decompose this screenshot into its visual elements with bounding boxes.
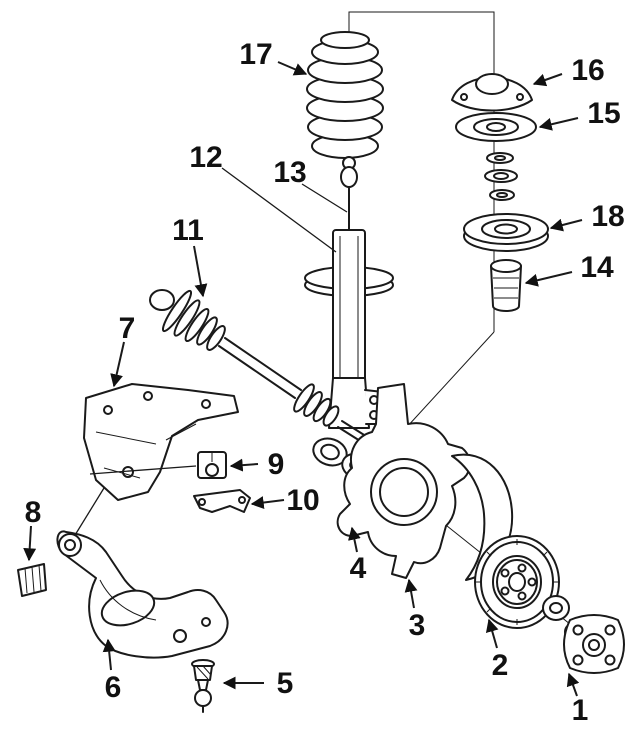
leader-line-13	[301, 183, 348, 213]
stabilizer-bushing	[197, 451, 227, 479]
bump-stop	[490, 259, 522, 312]
part-label-16: 16	[571, 54, 604, 87]
part-label-9: 9	[268, 448, 285, 481]
arrow-4	[348, 526, 361, 553]
arrow-1	[566, 672, 580, 697]
arrow-16	[532, 73, 563, 87]
part-label-13: 13	[273, 156, 306, 189]
part-label-15: 15	[587, 97, 620, 130]
part-label-10: 10	[286, 484, 319, 517]
arrow-3	[404, 578, 418, 609]
part-label-11: 11	[172, 214, 204, 247]
part-label-1: 1	[572, 694, 589, 727]
arrow-10	[250, 496, 285, 509]
part-label-2: 2	[492, 649, 509, 682]
cv-axle	[149, 289, 386, 456]
lower-control-arm	[56, 530, 229, 659]
strut-rod-bumper	[340, 156, 358, 233]
ball-joint	[191, 659, 215, 713]
strut-mount	[451, 73, 533, 112]
part-label-14: 14	[580, 251, 614, 284]
mount-bearing-seat	[455, 112, 537, 142]
part-label-3: 3	[409, 609, 426, 642]
wheel-bearing	[542, 595, 570, 621]
arrow-11	[193, 245, 208, 298]
arrow-7	[110, 341, 125, 388]
arrow-6	[102, 638, 116, 671]
part-label-4: 4	[350, 552, 367, 585]
washer-stack	[484, 152, 518, 201]
arrow-14	[524, 271, 573, 287]
arrow-8	[23, 525, 37, 562]
brake-rotor	[474, 535, 560, 629]
part-label-5: 5	[277, 667, 294, 700]
arrow-9	[229, 458, 259, 472]
part-labels: 1 2 3 4 5 6 7 8 9 10 11 12 13 14 15 16 1…	[25, 38, 625, 727]
leader-line-12	[221, 167, 337, 253]
part-label-18: 18	[591, 200, 624, 233]
part-label-7: 7	[119, 312, 136, 345]
leader-arrows	[23, 61, 583, 697]
part-label-12: 12	[189, 141, 222, 174]
hub-flange	[563, 614, 625, 674]
part-label-6: 6	[105, 671, 122, 704]
part-label-8: 8	[25, 496, 42, 529]
crossmember-bracket	[71, 383, 239, 541]
arrow-15	[538, 117, 579, 131]
pivot-bushing	[17, 563, 47, 597]
bushing-bracket	[193, 489, 251, 513]
upper-spring-seat	[463, 213, 549, 252]
arrow-2	[485, 618, 499, 649]
arrow-17	[277, 61, 308, 76]
coil-spring	[306, 31, 384, 159]
part-label-17: 17	[239, 38, 272, 71]
leader-lines	[221, 167, 348, 253]
steering-knuckle	[336, 383, 471, 579]
arrow-18	[549, 218, 583, 232]
